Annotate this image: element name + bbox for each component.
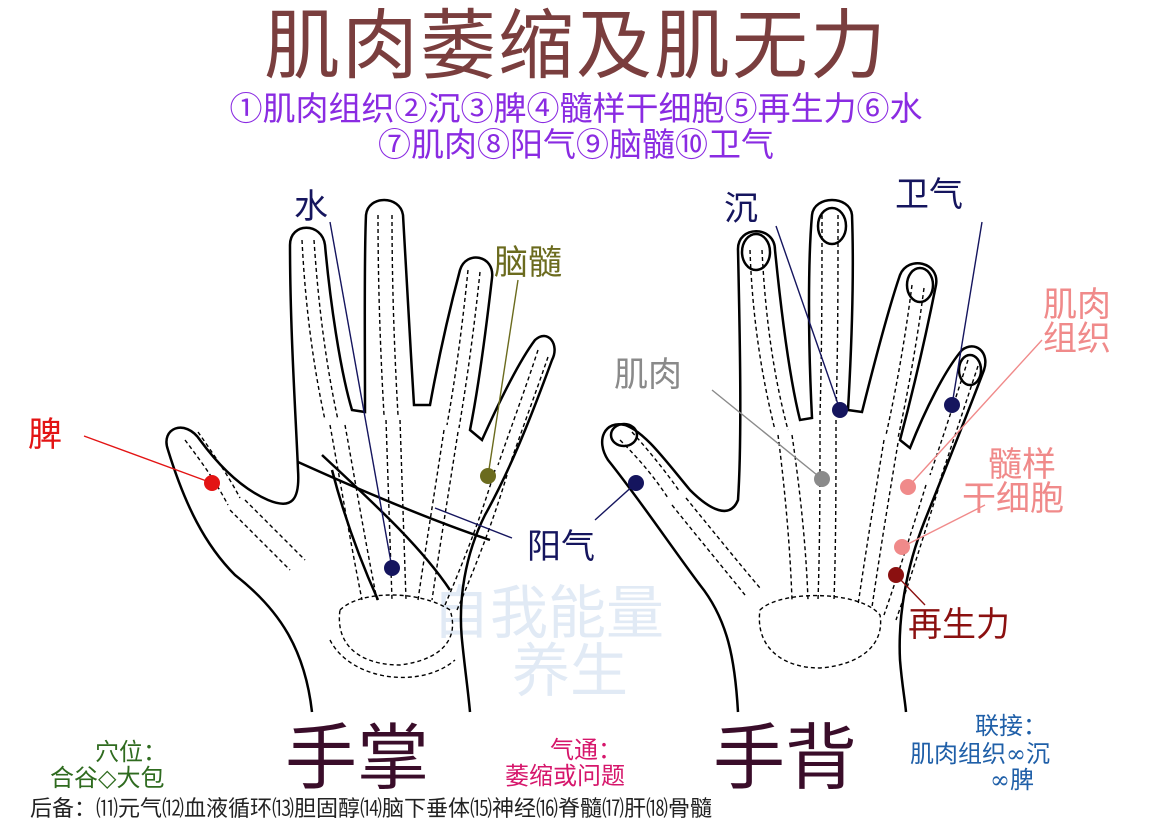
acupoints-value: 合谷◇大包: [50, 764, 165, 792]
point-naosui: [480, 468, 496, 484]
back-bones: [619, 214, 979, 669]
link-line-2: ∞脾: [990, 766, 1034, 794]
leader-jirouzuzhi: [907, 339, 1043, 488]
label-weiqi: 卫气: [895, 175, 963, 215]
qitong-value: 萎缩或问题: [505, 762, 625, 790]
palm-hand-outline: [165, 198, 556, 713]
leader-pi: [83, 435, 213, 484]
palm-creases: [297, 454, 491, 601]
point-weiqi: [944, 397, 960, 413]
palm-caption: 手掌: [285, 716, 430, 800]
link-heading: 联接：: [975, 712, 1047, 740]
back-caption: 手背: [713, 716, 858, 800]
leader-jirou: [711, 389, 823, 480]
palm-bones: [184, 214, 549, 679]
label-suiyang-1: 髓样: [988, 445, 1056, 485]
leader-yangqi-right: [594, 482, 637, 521]
leader-suiyang: [901, 504, 986, 548]
leader-lines: [83, 221, 1043, 606]
acupoints-heading: 穴位：: [95, 738, 167, 766]
watermark-line-1: 自我能量: [432, 579, 665, 647]
label-zaishengli: 再生力: [908, 605, 1010, 645]
point-jirou: [814, 471, 830, 487]
point-zaishengli: [888, 567, 904, 583]
point-pi: [204, 475, 220, 491]
qitong-heading: 气通：: [550, 736, 622, 764]
leader-chen: [775, 225, 841, 411]
label-jirouzuzhi-1: 肌肉: [1043, 285, 1111, 325]
acupoint-dots: [204, 397, 960, 583]
label-suiyang-2: 干细胞: [962, 479, 1064, 519]
point-jirouzuzhi: [900, 479, 916, 495]
label-shui: 水: [294, 187, 328, 227]
leader-weiqi: [951, 221, 983, 406]
point-chen: [832, 402, 848, 418]
legend-line-2: ⑦肌肉⑧阳气⑨脑髓⑩卫气: [378, 125, 774, 164]
leader-shui: [329, 221, 393, 569]
watermark-line-2: 养生: [512, 637, 629, 705]
label-jirouzuzhi-2: 组织: [1043, 319, 1111, 359]
label-yangqi: 阳气: [527, 527, 595, 567]
point-yangqi: [628, 475, 644, 491]
label-chen: 沉: [724, 189, 758, 229]
back-hand-outline: [600, 198, 987, 713]
point-shui: [384, 560, 400, 576]
legend-line-1: ①肌肉组织②沉③脾④髓样干细胞⑤再生力⑥水: [229, 89, 923, 128]
link-line-1: 肌肉组织∞沉: [910, 740, 1050, 768]
page-title: 肌肉萎缩及肌无力: [264, 1, 888, 90]
point-suiyang: [894, 539, 910, 555]
backup-line: 后备：⑾元气⑿血液循环⒀胆固醇⒁脑下垂体⒂神经⒃脊髓⒄肝⒅骨髓: [30, 797, 713, 822]
label-pi: 脾: [28, 415, 62, 455]
label-jirou: 肌肉: [614, 355, 682, 395]
label-naosui: 脑髓: [494, 243, 562, 283]
back-nails: [609, 206, 983, 448]
leader-yangqi-left: [434, 507, 513, 539]
leader-naosui: [487, 279, 519, 477]
